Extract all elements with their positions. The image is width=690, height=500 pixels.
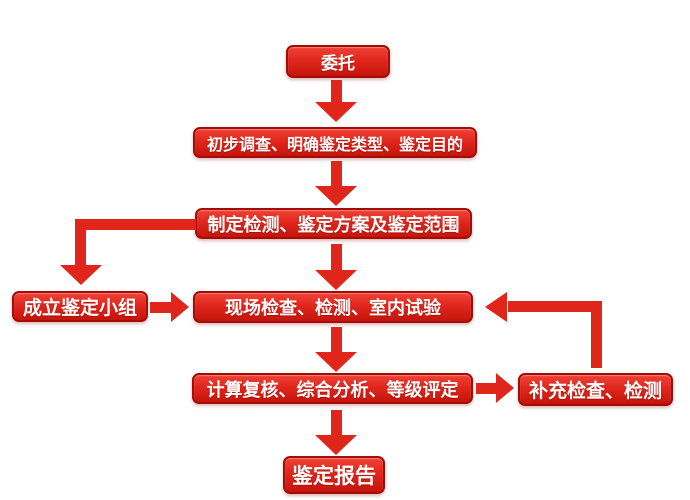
node-appraisal-report-label: 鉴定报告 [292, 464, 376, 488]
node-entrust: 委托 [286, 45, 390, 78]
arrow-stem [150, 302, 173, 313]
node-entrust-label: 委托 [321, 54, 355, 74]
arrow-horizontal-segment [75, 219, 196, 230]
node-plan-and-scope: 制定检测、鉴定方案及鉴定范围 [195, 208, 472, 239]
node-analysis-grading: 计算复核、综合分析、等级评定 [192, 373, 473, 404]
node-site-inspection-label: 现场检查、检测、室内试验 [225, 298, 441, 319]
arrow-down-head-icon [315, 102, 357, 122]
arrow-stem [331, 327, 342, 354]
arrow-vertical-segment [591, 306, 602, 368]
arrow-vertical-segment [75, 219, 86, 267]
arrow-down-head-icon [315, 435, 357, 455]
node-supplementary-inspection: 补充检查、检测 [518, 373, 673, 406]
arrow-right-head-icon [171, 292, 189, 322]
node-preliminary-investigation: 初步调查、明确鉴定类型、鉴定目的 [193, 127, 477, 158]
arrow-stem [331, 161, 342, 188]
node-plan-and-scope-label: 制定检测、鉴定方案及鉴定范围 [207, 214, 460, 236]
node-preliminary-investigation-label: 初步调查、明确鉴定类型、鉴定目的 [206, 134, 463, 154]
arrow-down-head-icon [315, 186, 357, 206]
arrow-down-head-icon [315, 270, 357, 290]
node-appraisal-report: 鉴定报告 [283, 456, 385, 494]
node-appraisal-team-label: 成立鉴定小组 [22, 297, 137, 319]
arrow-down-head-icon [60, 265, 102, 285]
arrow-down-head-icon [315, 352, 357, 372]
arrow-right-head-icon [496, 373, 514, 403]
arrow-horizontal-segment [508, 301, 602, 312]
arrow-stem [331, 80, 342, 104]
arrow-stem [476, 383, 498, 394]
arrow-stem [331, 244, 342, 272]
node-site-inspection: 现场检查、检测、室内试验 [193, 291, 473, 323]
node-supplementary-inspection-label: 补充检查、检测 [528, 380, 662, 402]
arrow-left-head-icon [485, 292, 507, 322]
node-appraisal-team: 成立鉴定小组 [12, 291, 148, 322]
arrow-stem [331, 410, 342, 437]
node-analysis-grading-label: 计算复核、综合分析、等级评定 [206, 379, 459, 401]
